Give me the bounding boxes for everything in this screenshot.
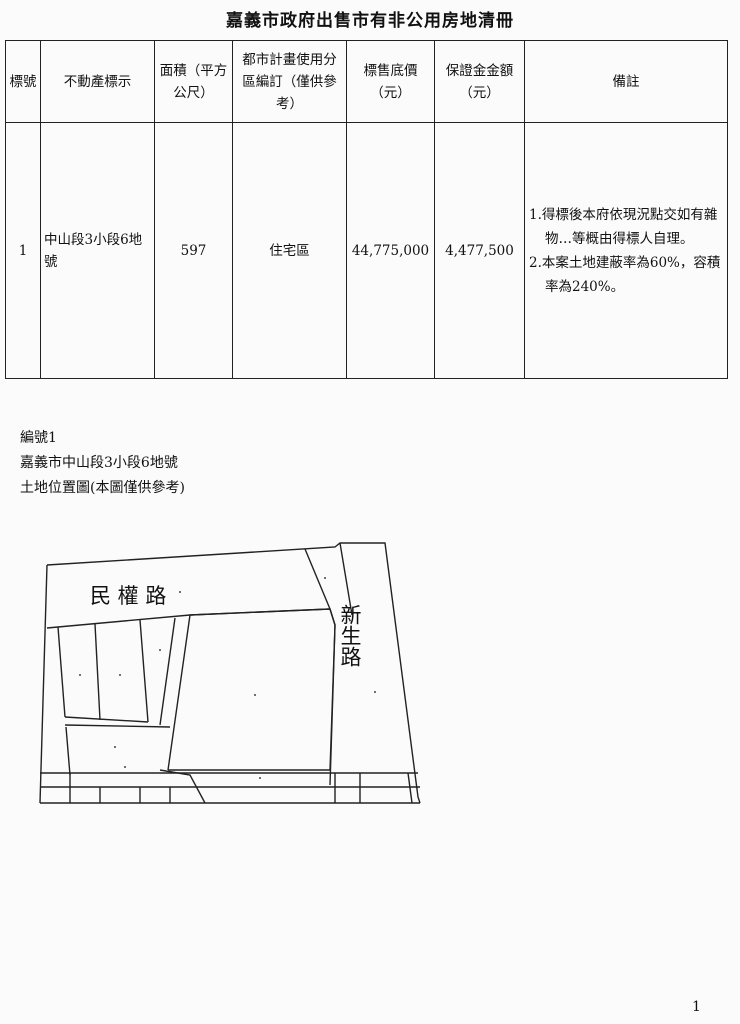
cell-zoning: 住宅區 bbox=[232, 122, 347, 379]
property-table: 標號 不動產標示 面積（平方公尺） 都市計畫使用分區編訂（僅供參考） 標售底價（… bbox=[5, 40, 728, 379]
cell-deposit: 4,477,500 bbox=[434, 122, 525, 379]
caption-number: 編號1 bbox=[20, 430, 57, 446]
caption-parcel: 嘉義市中山段3小段6地號 bbox=[20, 455, 178, 471]
header-remarks: 備註 bbox=[524, 40, 728, 123]
header-zoning: 都市計畫使用分區編訂（僅供參考） bbox=[232, 40, 347, 123]
cadastral-map-drawing: 民 權 路 新生路 bbox=[39, 542, 421, 804]
location-map: 民 權 路 新生路 bbox=[30, 535, 440, 865]
remark-item-1: 1.得標後本府依現況點交如有雜物…等概由得標人自理。 bbox=[529, 206, 718, 247]
cell-price: 44,775,000 bbox=[346, 122, 435, 379]
header-deposit: 保證金金額（元） bbox=[434, 40, 525, 123]
cell-no: 1 bbox=[5, 122, 41, 379]
table-header-row: 標號 不動產標示 面積（平方公尺） 都市計畫使用分區編訂（僅供參考） 標售底價（… bbox=[5, 40, 728, 123]
cell-property: 中山段3小段6地號 bbox=[40, 122, 155, 379]
caption-title: 土地位置圖(本圖僅供參考) bbox=[20, 480, 185, 496]
cell-area: 597 bbox=[154, 122, 233, 379]
header-property: 不動產標示 bbox=[40, 40, 155, 123]
table-row: 1 中山段3小段6地號 597 住宅區 44,775,000 4,477,500… bbox=[5, 122, 728, 379]
road-label-minquan: 民 權 路 bbox=[90, 584, 166, 608]
page-number: 1 bbox=[692, 999, 701, 1015]
map-caption: 編號1 嘉義市中山段3小段6地號 土地位置圖(本圖僅供參考) bbox=[20, 426, 185, 501]
cell-remarks: 1.得標後本府依現況點交如有雜物…等概由得標人自理。 2.本案土地建蔽率為60%… bbox=[524, 122, 728, 379]
header-no: 標號 bbox=[5, 40, 41, 123]
page-title: 嘉義市政府出售市有非公用房地清冊 bbox=[226, 11, 514, 31]
header-area: 面積（平方公尺） bbox=[154, 40, 233, 123]
header-price: 標售底價（元） bbox=[346, 40, 435, 123]
road-label-xinsheng: 新生路 bbox=[338, 604, 362, 667]
road-label-xinsheng: 新生路 bbox=[338, 604, 362, 667]
remark-item-2: 2.本案土地建蔽率為60%，容積率為240%。 bbox=[529, 254, 721, 295]
